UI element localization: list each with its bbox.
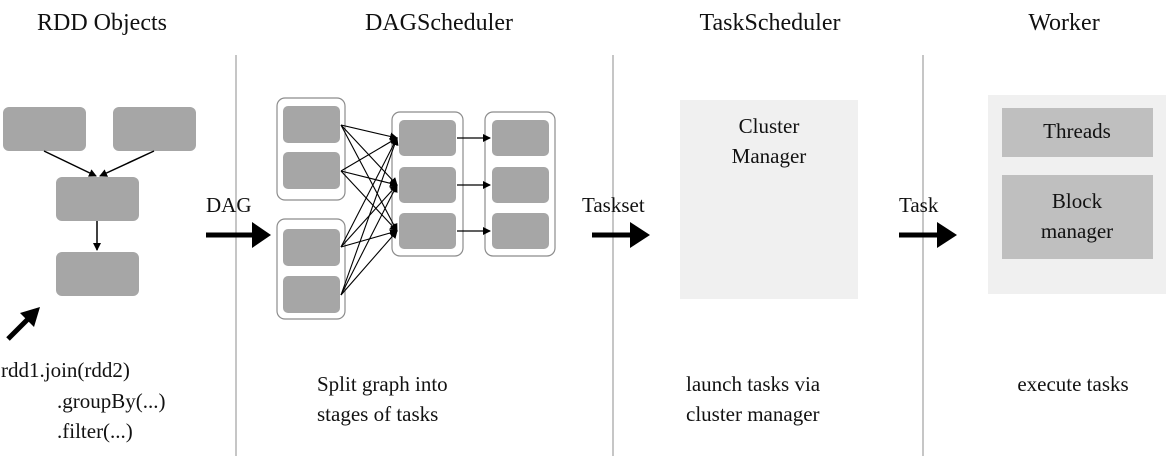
cluster-manager-label-line-2: Manager [732, 144, 807, 168]
threads-label: Threads [1043, 119, 1111, 143]
task-node-b2 [283, 276, 340, 313]
rdd-node-4 [56, 252, 139, 296]
task-caption-line-2: cluster manager [686, 402, 820, 426]
worker-title: Worker [1028, 10, 1099, 36]
narrow-edges [457, 134, 491, 235]
rdd-edge-1 [43, 150, 97, 177]
taskscheduler-title: TaskScheduler [700, 10, 841, 36]
task-node-c1 [399, 120, 456, 156]
task-node-d2 [492, 167, 549, 203]
rdd-graph [3, 107, 196, 296]
task-node-a1 [283, 106, 340, 143]
code-line-2: .groupBy(...) [57, 389, 166, 413]
rdd-objects-title: RDD Objects [37, 10, 167, 36]
rdd-node-2 [113, 107, 196, 151]
task-caption-line-1: launch tasks via [686, 372, 821, 396]
taskset-arrow [592, 222, 650, 248]
threads-box [1002, 108, 1153, 157]
dag-arrow [206, 222, 271, 248]
task-label: Task [899, 193, 939, 217]
shuffle-edges [340, 124, 399, 296]
cluster-manager-label-line-1: Cluster [739, 114, 800, 138]
worker-caption: execute tasks [1017, 372, 1128, 396]
task-node-c3 [399, 213, 456, 249]
block-manager-label-line-2: manager [1041, 219, 1113, 243]
rdd-edge-2 [99, 150, 155, 177]
block-manager-label-line-1: Block [1052, 189, 1103, 213]
task-node-b1 [283, 229, 340, 266]
dagscheduler-title: DAGScheduler [365, 10, 513, 36]
task-node-d3 [492, 213, 549, 249]
block-manager-box [1002, 175, 1153, 259]
dag-caption-line-1: Split graph into [317, 372, 448, 396]
rdd-node-1 [3, 107, 86, 151]
code-line-3: .filter(...) [57, 419, 133, 443]
task-node-a2 [283, 152, 340, 189]
taskset-label: Taskset [582, 193, 645, 217]
task-node-c2 [399, 167, 456, 203]
stage-graph [276, 97, 556, 320]
task-node-d1 [492, 120, 549, 156]
diagonal-arrow [6, 307, 40, 341]
task-arrow [899, 222, 957, 248]
dag-label: DAG [206, 193, 252, 217]
code-line-1: rdd1.join(rdd2) [1, 358, 130, 382]
cluster-manager-panel [680, 100, 858, 299]
dag-caption-line-2: stages of tasks [317, 402, 438, 426]
rdd-node-3 [56, 177, 139, 221]
